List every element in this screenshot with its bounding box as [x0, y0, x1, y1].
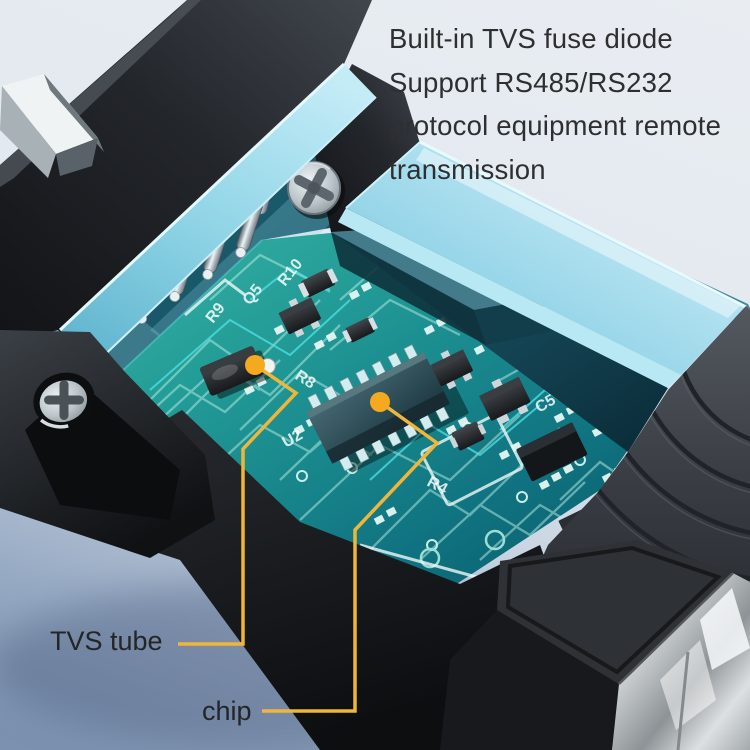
bottom-connector [440, 540, 750, 750]
callouts [178, 355, 440, 713]
cover-top-face [346, 142, 746, 375]
headline-line-1: Built-in TVS fuse diode [389, 23, 673, 54]
bottom-connector-side [440, 610, 619, 750]
component-small-1 [449, 421, 487, 451]
chip-label: chip [202, 696, 252, 726]
transistor-q1 [278, 297, 321, 338]
chip-pins-bottom [338, 405, 450, 472]
chip-callout-dot [370, 392, 390, 412]
cover-panel [338, 140, 750, 388]
screw-top [287, 161, 345, 219]
resistor-r2 [342, 317, 378, 343]
cover-top-highlight [416, 148, 740, 318]
screw-left [33, 372, 95, 429]
cover-top-edge-highlight [419, 140, 747, 309]
housing-cut-band [0, 0, 372, 332]
cover-cut-edge [338, 208, 681, 388]
transistor-q3 [479, 376, 531, 425]
tvs-tube-label: TVS tube [50, 626, 163, 656]
bottom-connector-metal [612, 572, 750, 750]
left-flange [0, 330, 215, 558]
chip-callout-line [262, 400, 440, 713]
resistor-r1 [297, 268, 339, 298]
tvs-callout-dot [245, 355, 265, 375]
chip-pins-top [307, 344, 419, 410]
db9-metal-face [0, 74, 104, 178]
headline-line-4: transmission [389, 153, 546, 185]
headline: Built-in TVS fuse diode Support RS485/RS… [389, 17, 721, 191]
headline-line-2: Support RS485/RS232 [389, 66, 673, 98]
cover-left-edge-highlight [345, 141, 421, 209]
headline-line-3: protocol equipment remote [389, 110, 722, 141]
bottom-connector-groove [505, 545, 722, 675]
tvs-callout-line [178, 363, 299, 646]
bottom-connector-top [497, 540, 733, 684]
component-big-1 [516, 422, 588, 482]
transistor-q2 [430, 349, 473, 390]
